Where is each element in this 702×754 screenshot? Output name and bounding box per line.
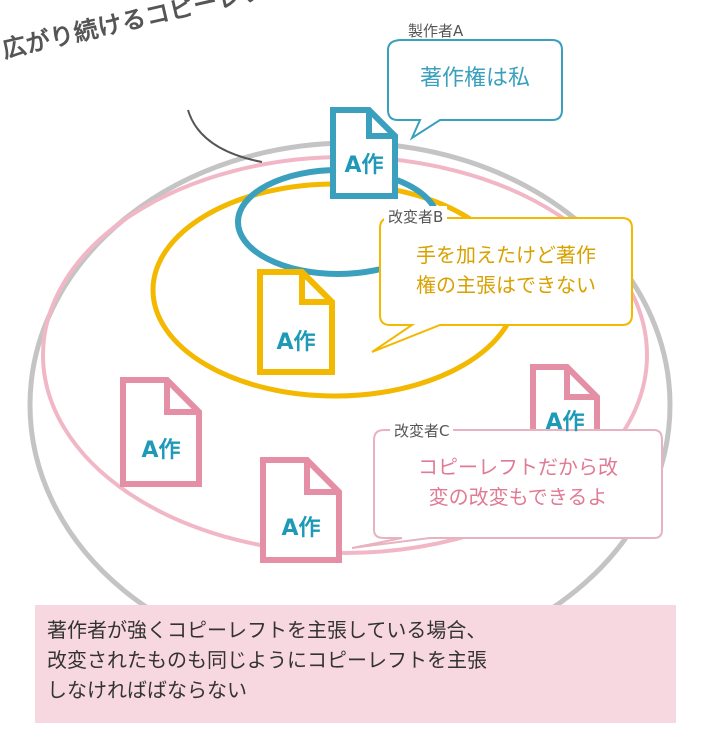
caption-line2: 改変されたものも同じようにコピーレフトを主張 [47, 648, 487, 672]
quote-a: 著作権は私 [419, 66, 530, 91]
caption-box: 著作者が強くコピーレフトを主張している場合、 改変されたものも同じようにコピーレ… [35, 605, 676, 723]
author-label-a: 製作者A [408, 22, 464, 40]
doc-label-blue: A作 [344, 153, 384, 178]
speech-bubble-b [371, 217, 633, 353]
speech-bubble-c [351, 429, 663, 549]
caption-line1: 著作者が強くコピーレフトを主張している場合、 [47, 618, 487, 642]
quote-b: 手を加えたけど著作 権の主張はできない [380, 240, 632, 300]
quote-c-line1: コピーレフトだから改 [418, 455, 618, 479]
author-label-b: 改変者B [384, 206, 448, 227]
doc-label-pink-left: A作 [141, 438, 181, 463]
document-icon-pink-bottom [260, 457, 342, 563]
document-icon-yellow [257, 269, 335, 375]
quote-b-line1: 手を加えたけど著作 [416, 243, 596, 267]
quote-c: コピーレフトだから改 変の改変もできるよ [374, 452, 662, 512]
document-icon-blue [330, 107, 398, 199]
caption-line3: しなければばならない [47, 678, 247, 702]
speech-bubble-a [387, 39, 563, 141]
doc-label-yellow: A作 [276, 330, 316, 355]
doc-label-pink-bottom: A作 [281, 516, 321, 541]
document-icon-pink-left [120, 377, 202, 487]
doc-label-pink-right: A作 [545, 410, 585, 435]
author-label-c: 改変者C [390, 420, 454, 441]
title-pointer-line [187, 109, 263, 163]
quote-b-line2: 権の主張はできない [416, 273, 596, 297]
quote-c-line2: 変の改変もできるよ [428, 485, 608, 509]
